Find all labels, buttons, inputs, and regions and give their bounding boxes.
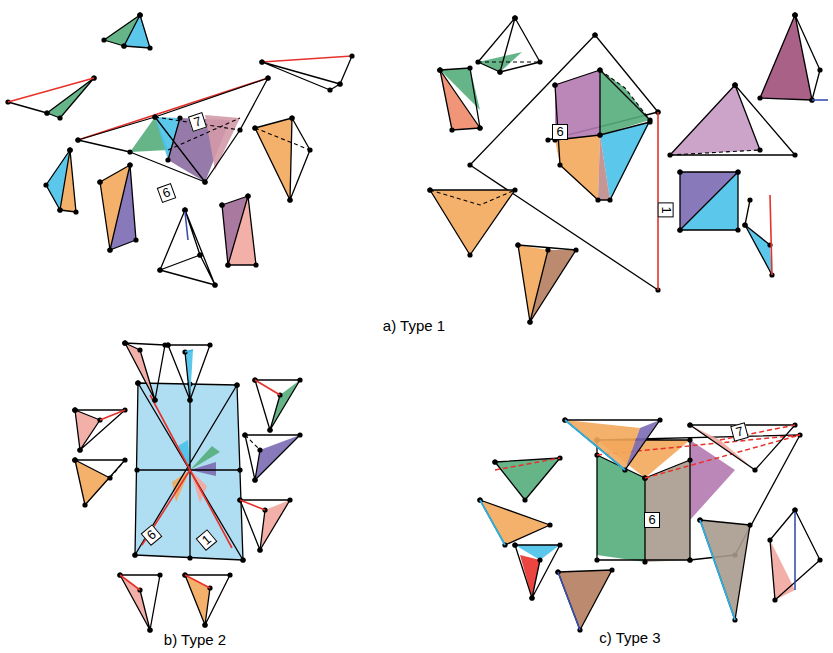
type1-left-pieces	[8, 15, 352, 285]
callout-number: 6	[644, 512, 659, 528]
type3-pieces	[480, 420, 820, 630]
callout-number: 7	[188, 112, 207, 132]
callout-number: 7	[731, 422, 750, 441]
subfigure-caption: b) Type 2	[164, 631, 226, 649]
callout-number: 6	[157, 183, 177, 203]
callout-number: 1	[658, 202, 674, 217]
callout-number: 1	[196, 529, 218, 551]
callout-number: 6	[552, 124, 567, 140]
callout-number: 6	[141, 524, 163, 546]
type2-pieces	[75, 343, 300, 630]
subfigure-caption: a) Type 1	[383, 317, 445, 335]
subfigure-caption: c) Type 3	[599, 629, 660, 647]
type1-right-pieces	[430, 15, 828, 322]
